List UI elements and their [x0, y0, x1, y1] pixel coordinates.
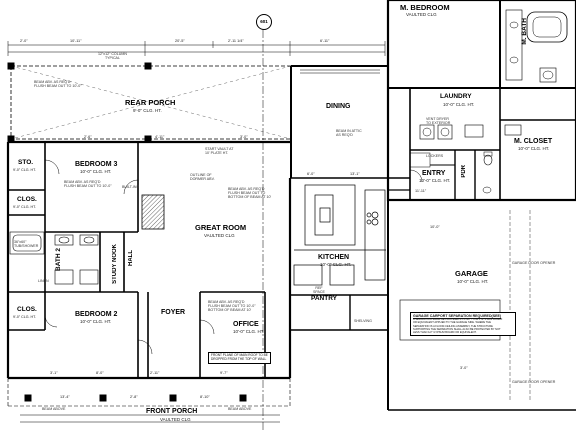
dim-text: 2'-11 1/4": [228, 39, 244, 43]
room-label-bath2: BATH 2: [55, 248, 62, 271]
room-ceiling-great-room: VAULTED CLG: [204, 233, 235, 238]
room-label-study-nook: STUDY NOOK: [112, 244, 118, 284]
master-suite-walls: [386, 0, 576, 202]
note-column-typical: 12"x12" COLUMN TYPICAL: [98, 52, 127, 60]
room-ceiling-rear-porch: 9'-0" CLG. HT.: [133, 108, 162, 113]
room-label-entry: ENTRY: [422, 170, 446, 177]
dining-walls: [290, 65, 389, 178]
dim-text: 2'-11": [150, 371, 160, 375]
room-label-hall: HALL: [128, 250, 134, 266]
room-label-laundry: LAUNDRY: [440, 93, 472, 100]
note-builtins-1: BUILT-INS: [122, 185, 139, 189]
note-front-plane-box: FRONT PLANE OF MAIN ROOF TO BE DROPPED F…: [208, 352, 271, 364]
room-ceiling-office: 10'-0" CLG. HT.: [233, 329, 265, 334]
room-label-clos-bottom: CLOS.: [17, 306, 37, 313]
kitchen-cabinetry: [293, 184, 386, 286]
room-label-m-bedroom: M. BEDROOM: [400, 3, 450, 12]
dim-text: 20'-5": [175, 39, 185, 43]
dim-text: 8'-10": [200, 395, 210, 399]
note-shelving: SHELVING: [354, 319, 372, 323]
note-lockers: LOCKERS: [426, 154, 444, 158]
room-label-kitchen: KITCHEN: [318, 254, 350, 261]
room-ceiling-entry: 10'-0" CLG. HT.: [419, 178, 451, 183]
room-label-pdr: PDR: [461, 165, 467, 178]
room-label-dining: DINING: [326, 103, 351, 110]
note-ref: REF SPACE: [313, 286, 325, 294]
section-callout: 601: [256, 14, 272, 30]
rear-porch-outline: [7, 62, 292, 143]
room-label-m-bath: M. BATH: [521, 18, 528, 45]
room-ceiling-m-closet: 10'-0" CLG. HT.: [518, 146, 550, 151]
room-label-great-room: GREAT ROOM: [195, 223, 247, 232]
note-bedroom3-beam: BEAM ABV. AS REQ'D FLUSH BEAM OUT TO 10'…: [64, 180, 112, 188]
top-dimension-lines: [7, 41, 386, 56]
note-great-beam: BEAM ABV. AS REQ'D FLUSH BEAM OUT TO BOT…: [228, 187, 272, 199]
note-plate-ht: START VAULT AT 10' PLATE HT.: [205, 147, 234, 155]
note-linen: LINEN: [38, 279, 49, 283]
room-label-foyer: FOYER: [161, 309, 186, 316]
fireplace: [141, 194, 165, 230]
dim-text: 2'-0": [20, 39, 28, 43]
room-label-m-closet: M. CLOSET: [514, 138, 553, 145]
room-label-rear-porch: REAR PORCH: [125, 98, 176, 107]
note-vent-dryer: VENT DRYER TO EXTERIOR: [426, 117, 451, 125]
note-dormer: OUTLINE OF DORMER ABV.: [190, 173, 215, 181]
dim-text: 3'-1": [50, 371, 58, 375]
note-beam-top: BEAM ABV. AS REQ'D FLUSH BEAM OUT TO 10'…: [34, 80, 82, 88]
note-office-beam: BEAM ABV. AS REQ'D FLUSH BEAM OUT TO 10'…: [208, 300, 256, 312]
room-ceiling-clos-top: 9'-0" CLG. HT.: [13, 205, 36, 209]
note-tub: 36"x60" TUB/SHOWER: [14, 240, 39, 248]
left-wing-interior-walls: [8, 142, 266, 378]
dim-text: 10'-0": [430, 225, 440, 229]
note-garage-door-opener-2: GARAGE DOOR OPENER: [512, 380, 556, 384]
dim-text: 13'-4": [60, 395, 70, 399]
room-ceiling-front-porch: VAULTED CLG: [160, 417, 191, 422]
dim-text: 3'-0": [240, 135, 248, 139]
bath2-fixtures: [9, 231, 99, 285]
dim-text: 4'-11": [155, 135, 165, 139]
room-ceiling-bedroom2: 10'-0" CLG. HT.: [80, 319, 112, 324]
room-ceiling-bedroom3: 10'-0" CLG. HT.: [80, 169, 112, 174]
room-ceiling-kitchen: 10'-0" CLG. HT.: [320, 262, 352, 267]
garage-walls: [387, 199, 576, 411]
dim-text: 11'-11": [415, 189, 427, 193]
dim-text: 8'-0": [96, 371, 104, 375]
room-label-front-porch: FRONT PORCH: [146, 408, 198, 415]
dim-text: 13'-1": [350, 172, 360, 176]
garage-separation-note: GARAGE CARPORT SEPARATION REQUIRED(SEE) …: [410, 312, 516, 336]
dim-text: 10'-11": [70, 39, 82, 43]
dim-text: 6'-0": [307, 172, 315, 176]
room-ceiling-sto: 9'-0" CLG. HT.: [13, 168, 36, 172]
dim-text: 3'-0": [460, 366, 468, 370]
front-porch-outline: [7, 378, 291, 423]
dim-text: 9'-7": [220, 371, 228, 375]
note-beam-attic: BEAM IN ATTIC AS REQ'D: [336, 129, 362, 137]
room-label-pantry: PANTRY: [311, 295, 337, 302]
dim-text: 6'-11": [320, 39, 330, 43]
dim-text: 2'-6": [84, 135, 92, 139]
room-label-clos-top: CLOS.: [17, 196, 37, 203]
door-swings: [44, 159, 423, 355]
room-label-bedroom3: BEDROOM 3: [75, 161, 118, 168]
main-house-walls: [6, 140, 410, 380]
room-ceiling-m-bedroom: VAULTED CLG: [406, 12, 437, 17]
room-label-garage: GARAGE: [455, 269, 488, 278]
room-ceiling-laundry: 10'-0" CLG. HT.: [443, 102, 475, 107]
note-beam-above-1: BEAM ABOVE: [42, 407, 66, 411]
note-garage-door-opener-1: GARAGE DOOR OPENER: [512, 261, 556, 265]
room-ceiling-garage: 10'-0" CLG. HT.: [457, 279, 489, 284]
room-ceiling-clos-bottom: 9'-0" CLG. HT.: [13, 315, 36, 319]
garage-separation-heading: GARAGE CARPORT SEPARATION REQUIRED(SEE): [413, 314, 502, 318]
note-beam-above-2: BEAM ABOVE: [228, 407, 252, 411]
room-label-office: OFFICE: [233, 321, 259, 328]
room-label-sto: STO.: [18, 159, 34, 166]
dim-text: 2'-8": [130, 395, 138, 399]
garage-separation-body: A SEPARATION SHALL BE PROVIDED BY A 5/8"…: [413, 318, 503, 334]
room-label-bedroom2: BEDROOM 2: [75, 311, 118, 318]
